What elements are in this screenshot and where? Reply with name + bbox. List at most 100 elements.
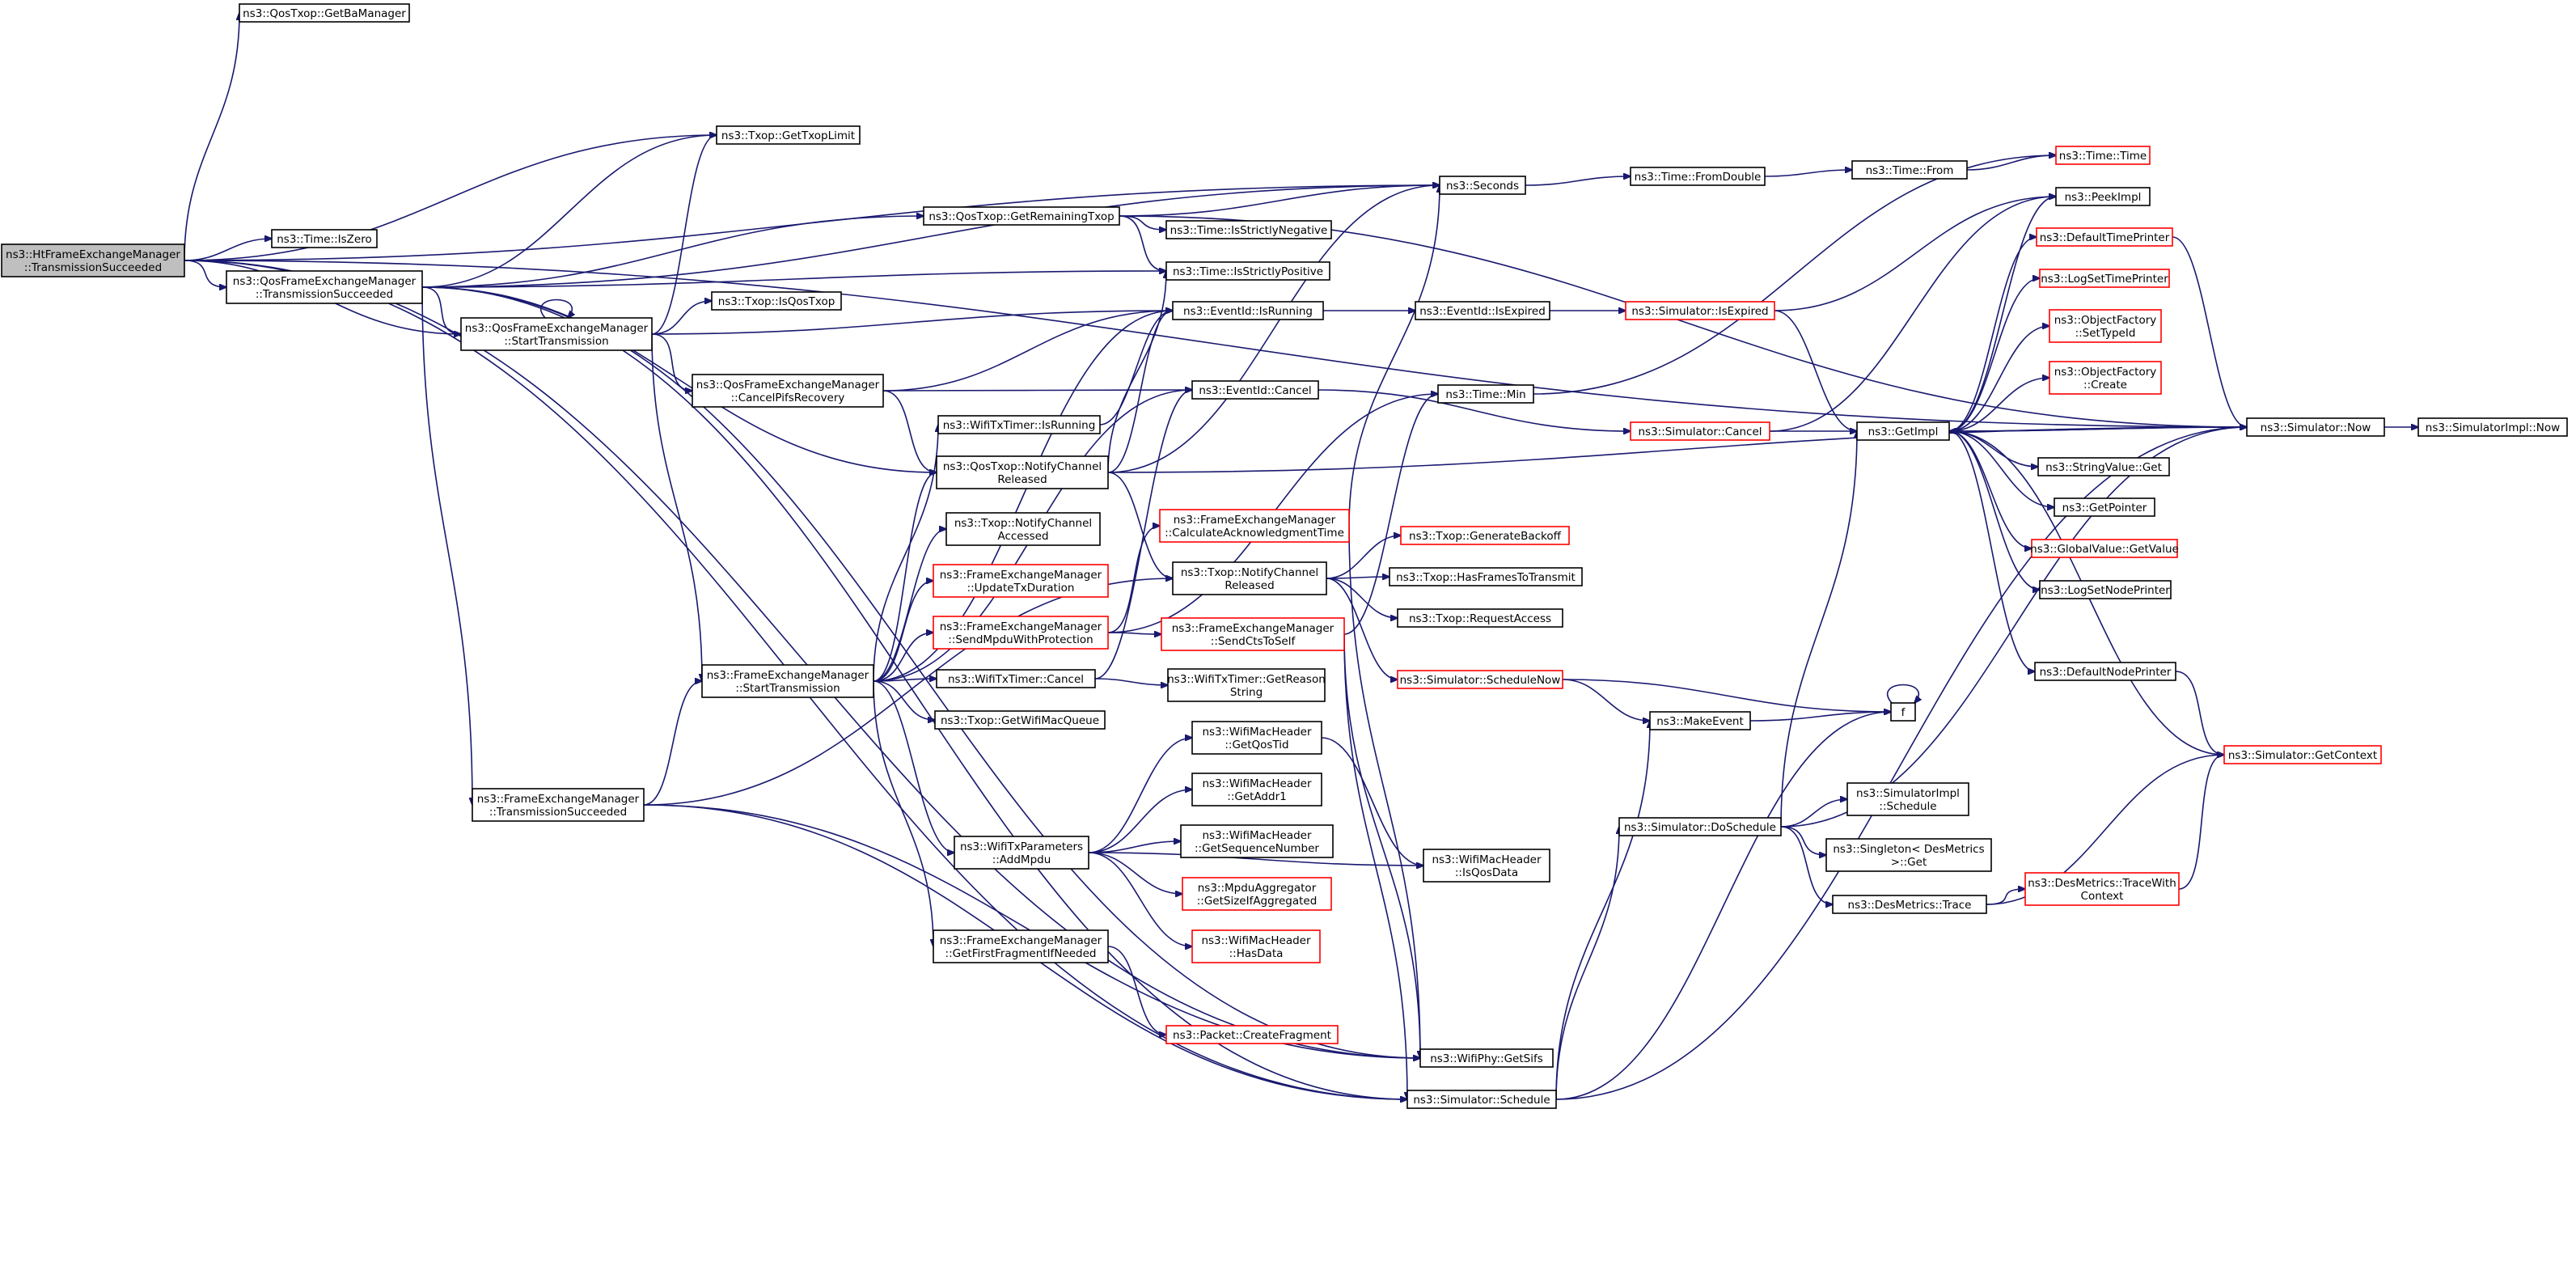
edge-add-mpdu-to-get-size-if-agg (1088, 852, 1182, 894)
node-fe-trans-succ[interactable]: ns3::FrameExchangeManager::TransmissionS… (472, 788, 645, 822)
node-get-addr1[interactable]: ns3::WifiMacHeader::GetAddr1 (1191, 773, 1322, 806)
node-get-ba-manager[interactable]: ns3::QosTxop::GetBaManager (239, 3, 410, 23)
node-calc-ack-time[interactable]: ns3::FrameExchangeManager::CalculateAckn… (1159, 509, 1350, 543)
node-get-seq-num[interactable]: ns3::WifiMacHeader::GetSequenceNumber (1180, 824, 1334, 858)
node-from-double[interactable]: ns3::Time::FromDouble (1630, 167, 1766, 186)
node-des-trace[interactable]: ns3::DesMetrics::Trace (1832, 895, 1987, 914)
node-get-sifs[interactable]: ns3::WifiPhy::GetSifs (1419, 1048, 1554, 1068)
node-sim-is-expired[interactable]: ns3::Simulator::IsExpired (1625, 301, 1775, 320)
node-get-first-fragment[interactable]: ns3::FrameExchangeManager::GetFirstFragm… (933, 929, 1109, 963)
node-box (2054, 497, 2155, 517)
node-root[interactable]: ns3::HtFrameExchangeManager::Transmissio… (1, 243, 185, 277)
node-f[interactable]: f (1890, 702, 1916, 722)
node-box (1625, 301, 1775, 320)
edge-root-to-get-sifs (184, 260, 1420, 1058)
edge-do-schedule-to-sim-impl-schedule (1780, 799, 1847, 828)
node-event-is-expired[interactable]: ns3::EventId::IsExpired (1415, 301, 1550, 320)
edge-fe-start-trans-to-event-is-running (873, 311, 1173, 682)
node-sim-now[interactable]: ns3::Simulator::Now (2246, 417, 2385, 437)
node-update-tx-duration[interactable]: ns3::FrameExchangeManager::UpdateTxDurat… (933, 564, 1109, 598)
node-label-line: ns3::EventId::IsExpired (1419, 305, 1546, 318)
node-qos-start-trans[interactable]: ns3::QosFrameExchangeManager::StartTrans… (460, 317, 653, 351)
node-timer-cancel[interactable]: ns3::WifiTxTimer::Cancel (936, 669, 1096, 688)
node-sim-cancel[interactable]: ns3::Simulator::Cancel (1630, 421, 1770, 441)
node-send-mpdu-prot[interactable]: ns3::FrameExchangeManager::SendMpduWithP… (933, 616, 1109, 650)
node-box (2031, 539, 2178, 558)
node-time-from[interactable]: ns3::Time::From (1851, 160, 1968, 180)
node-generate-backoff[interactable]: ns3::Txop::GenerateBackoff (1400, 526, 1570, 545)
node-sim-impl-now[interactable]: ns3::SimulatorImpl::Now (2417, 417, 2568, 437)
node-box (1159, 509, 1350, 543)
node-get-txop-limit[interactable]: ns3::Txop::GetTxopLimit (716, 125, 861, 145)
node-make-event[interactable]: ns3::MakeEvent (1649, 711, 1751, 730)
node-time-is-strictly-negative[interactable]: ns3::Time::IsStrictlyNegative (1165, 220, 1332, 239)
node-time-min[interactable]: ns3::Time::Min (1437, 384, 1534, 404)
node-peek-impl[interactable]: ns3::PeekImpl (2055, 187, 2151, 206)
node-get-wifi-mac-queue[interactable]: ns3::Txop::GetWifiMacQueue (934, 710, 1106, 730)
node-get-remaining-txop[interactable]: ns3::QosTxop::GetRemainingTxop (923, 206, 1120, 226)
node-schedule-now[interactable]: ns3::Simulator::ScheduleNow (1397, 670, 1563, 689)
node-label-line: ::CancelPifsRecovery (731, 392, 845, 404)
node-seconds[interactable]: ns3::Seconds (1439, 176, 1526, 195)
node-has-data[interactable]: ns3::WifiMacHeader::HasData (1191, 929, 1321, 963)
node-default-node-printer[interactable]: ns3::DefaultNodePrinter (2034, 662, 2176, 681)
node-is-qos-data[interactable]: ns3::WifiMacHeader::IsQosData (1423, 849, 1550, 883)
node-label-line: ::TransmissionSucceeded (24, 261, 162, 274)
node-get-qos-tid[interactable]: ns3::WifiMacHeader::GetQosTid (1191, 721, 1322, 755)
node-has-frames-to-transmit[interactable]: ns3::Txop::HasFramesToTransmit (1389, 567, 1583, 586)
node-default-time-printer[interactable]: ns3::DefaultTimePrinter (2036, 227, 2173, 247)
node-box (2037, 457, 2170, 476)
node-get-context[interactable]: ns3::Simulator::GetContext (2223, 745, 2382, 764)
node-add-mpdu[interactable]: ns3::WifiTxParameters::AddMpdu (954, 836, 1089, 870)
node-global-get-value[interactable]: ns3::GlobalValue::GetValue (2030, 539, 2179, 558)
node-event-is-running[interactable]: ns3::EventId::IsRunning (1172, 301, 1324, 320)
edge-sim-schedule-to-make-event (1555, 721, 1650, 1100)
node-get-size-if-agg[interactable]: ns3::MpduAggregator::GetSizeIfAggregated (1182, 877, 1332, 911)
node-label-line: ns3::SimulatorImpl (1856, 787, 1960, 800)
node-time-is-zero[interactable]: ns3::Time::IsZero (271, 229, 378, 248)
node-send-cts-to-self[interactable]: ns3::FrameExchangeManager::SendCtsToSelf (1161, 617, 1345, 651)
edge-cancel-pifs-to-event-is-running (882, 311, 1173, 392)
node-qos-trans-succ[interactable]: ns3::QosFrameExchangeManager::Transmissi… (226, 270, 423, 304)
edge-add-mpdu-to-get-addr1 (1088, 790, 1192, 853)
node-box (1649, 711, 1751, 730)
edge-sim-is-expired-to-peek-impl (1774, 197, 2056, 311)
node-box (460, 317, 653, 351)
node-sim-schedule[interactable]: ns3::Simulator::Schedule (1406, 1090, 1557, 1109)
node-cancel-pifs[interactable]: ns3::QosFrameExchangeManager::CancelPifs… (692, 374, 884, 408)
node-do-schedule[interactable]: ns3::Simulator::DoSchedule (1618, 817, 1782, 836)
edge-layer (184, 13, 2418, 1099)
node-log-set-node-printer[interactable]: ns3::LogSetNodePrinter (2039, 580, 2172, 599)
node-label-line: ns3::DesMetrics::Trace (1848, 899, 1972, 912)
node-box (1630, 167, 1766, 186)
node-is-qos-txop[interactable]: ns3::Txop::IsQosTxop (711, 291, 842, 311)
node-create-fragment[interactable]: ns3::Packet::CreateFragment (1165, 1025, 1339, 1044)
node-get-impl[interactable]: ns3::GetImpl (1856, 421, 1950, 441)
edge-des-trace-to-trace-with-context (1986, 889, 2025, 905)
node-request-access[interactable]: ns3::Txop::RequestAccess (1397, 608, 1563, 628)
edge-qos-notify-released-to-txop-notify-released (1107, 472, 1173, 578)
node-set-type-id[interactable]: ns3::ObjectFactory::SetTypeId (2049, 309, 2162, 343)
edge-add-mpdu-to-has-data (1088, 852, 1192, 946)
node-of-create[interactable]: ns3::ObjectFactory::Create (2049, 361, 2162, 395)
node-label-line: ns3::EventId::Cancel (1199, 384, 1311, 397)
node-label-line: ::GetAddr1 (1227, 790, 1286, 803)
node-string-value-get[interactable]: ns3::StringValue::Get (2037, 457, 2170, 476)
node-fe-start-trans[interactable]: ns3::FrameExchangeManager::StartTransmis… (701, 664, 874, 698)
node-singleton-get[interactable]: ns3::Singleton< DesMetrics >::Get (1825, 838, 1992, 872)
node-log-set-time-printer[interactable]: ns3::LogSetTimePrinter (2039, 269, 2170, 288)
node-time-is-strictly-positive[interactable]: ns3::Time::IsStrictlyPositive (1165, 261, 1330, 281)
node-get-pointer[interactable]: ns3::GetPointer (2054, 497, 2155, 517)
node-label-line: ::StartTransmission (504, 335, 608, 348)
node-sim-impl-schedule[interactable]: ns3::SimulatorImpl::Schedule (1846, 782, 1969, 816)
node-time-time[interactable]: ns3::Time::Time (2055, 146, 2151, 165)
node-label-line: >::Get (1891, 856, 1927, 869)
edge-cancel-pifs-to-event-cancel (882, 390, 1192, 391)
node-timer-is-running[interactable]: ns3::WifiTxTimer::IsRunning (937, 415, 1101, 434)
node-event-cancel[interactable]: ns3::EventId::Cancel (1191, 380, 1319, 400)
